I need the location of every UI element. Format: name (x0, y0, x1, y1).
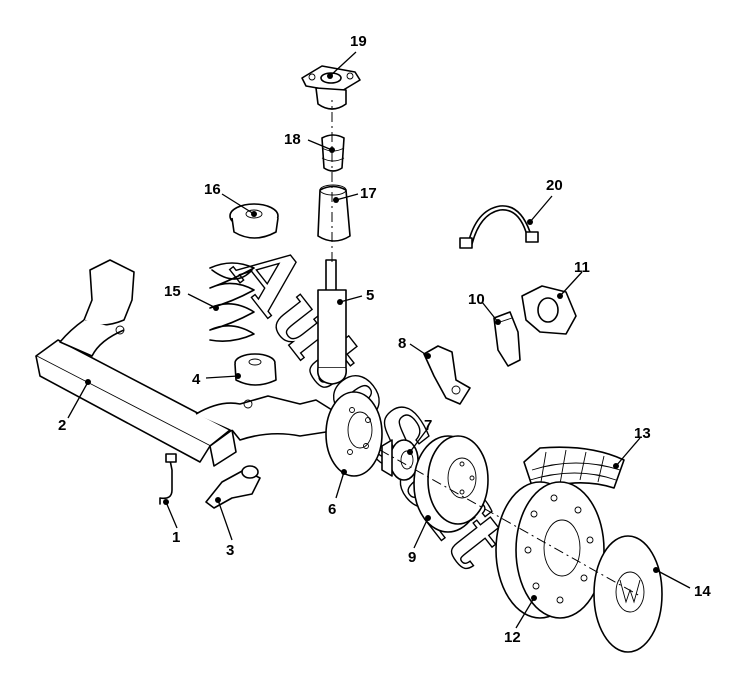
part-11-caliper[interactable] (521, 285, 577, 335)
callout-5: 5 (366, 287, 374, 304)
part-3-bracket[interactable] (205, 465, 261, 509)
callout-11: 11 (574, 259, 590, 276)
callout-6: 6 (328, 501, 336, 518)
part-4-spring-pad[interactable] (234, 353, 277, 386)
part-5-shock-absorber[interactable] (316, 259, 348, 385)
part-7-hub[interactable] (381, 439, 419, 481)
wheel-axis-line (379, 449, 641, 597)
callout-18: 18 (284, 131, 301, 148)
callout-13: 13 (634, 425, 651, 442)
part-8-brake-carrier[interactable] (423, 345, 471, 405)
part-15-coil-spring[interactable] (209, 262, 255, 342)
part-16-spring-seat[interactable] (229, 203, 279, 239)
callout-3: 3 (226, 542, 234, 559)
part-17-dust-boot[interactable] (317, 184, 351, 242)
callout-7: 7 (424, 417, 432, 434)
callout-1: 1 (172, 529, 180, 546)
part-12-wheel[interactable] (495, 481, 605, 619)
callout-9: 9 (408, 549, 416, 566)
callout-17: 17 (360, 185, 377, 202)
callout-14: 14 (694, 583, 711, 600)
callout-15: 15 (164, 283, 181, 300)
leader-lines (67, 51, 691, 629)
callout-19: 19 (350, 33, 367, 50)
part-1-brake-hose[interactable] (159, 453, 177, 505)
part-10-pad-holder[interactable] (493, 311, 521, 367)
callout-4: 4 (192, 371, 201, 388)
part-18-bump-stop[interactable] (321, 134, 345, 172)
callout-12: 12 (504, 629, 521, 646)
part-14-hub-cap[interactable] (593, 535, 663, 653)
part-6-backing-plate[interactable] (325, 391, 383, 477)
callout-2: 2 (58, 417, 66, 434)
callout-16: 16 (204, 181, 221, 198)
callout-8: 8 (398, 335, 406, 352)
leader-anchor-dots (85, 73, 659, 601)
callout-20: 20 (546, 177, 563, 194)
callout-10: 10 (468, 291, 485, 308)
part-2-axle-beam[interactable] (35, 259, 333, 467)
part-20-brake-line[interactable] (459, 205, 539, 249)
part-19-top-mount[interactable] (301, 65, 361, 110)
